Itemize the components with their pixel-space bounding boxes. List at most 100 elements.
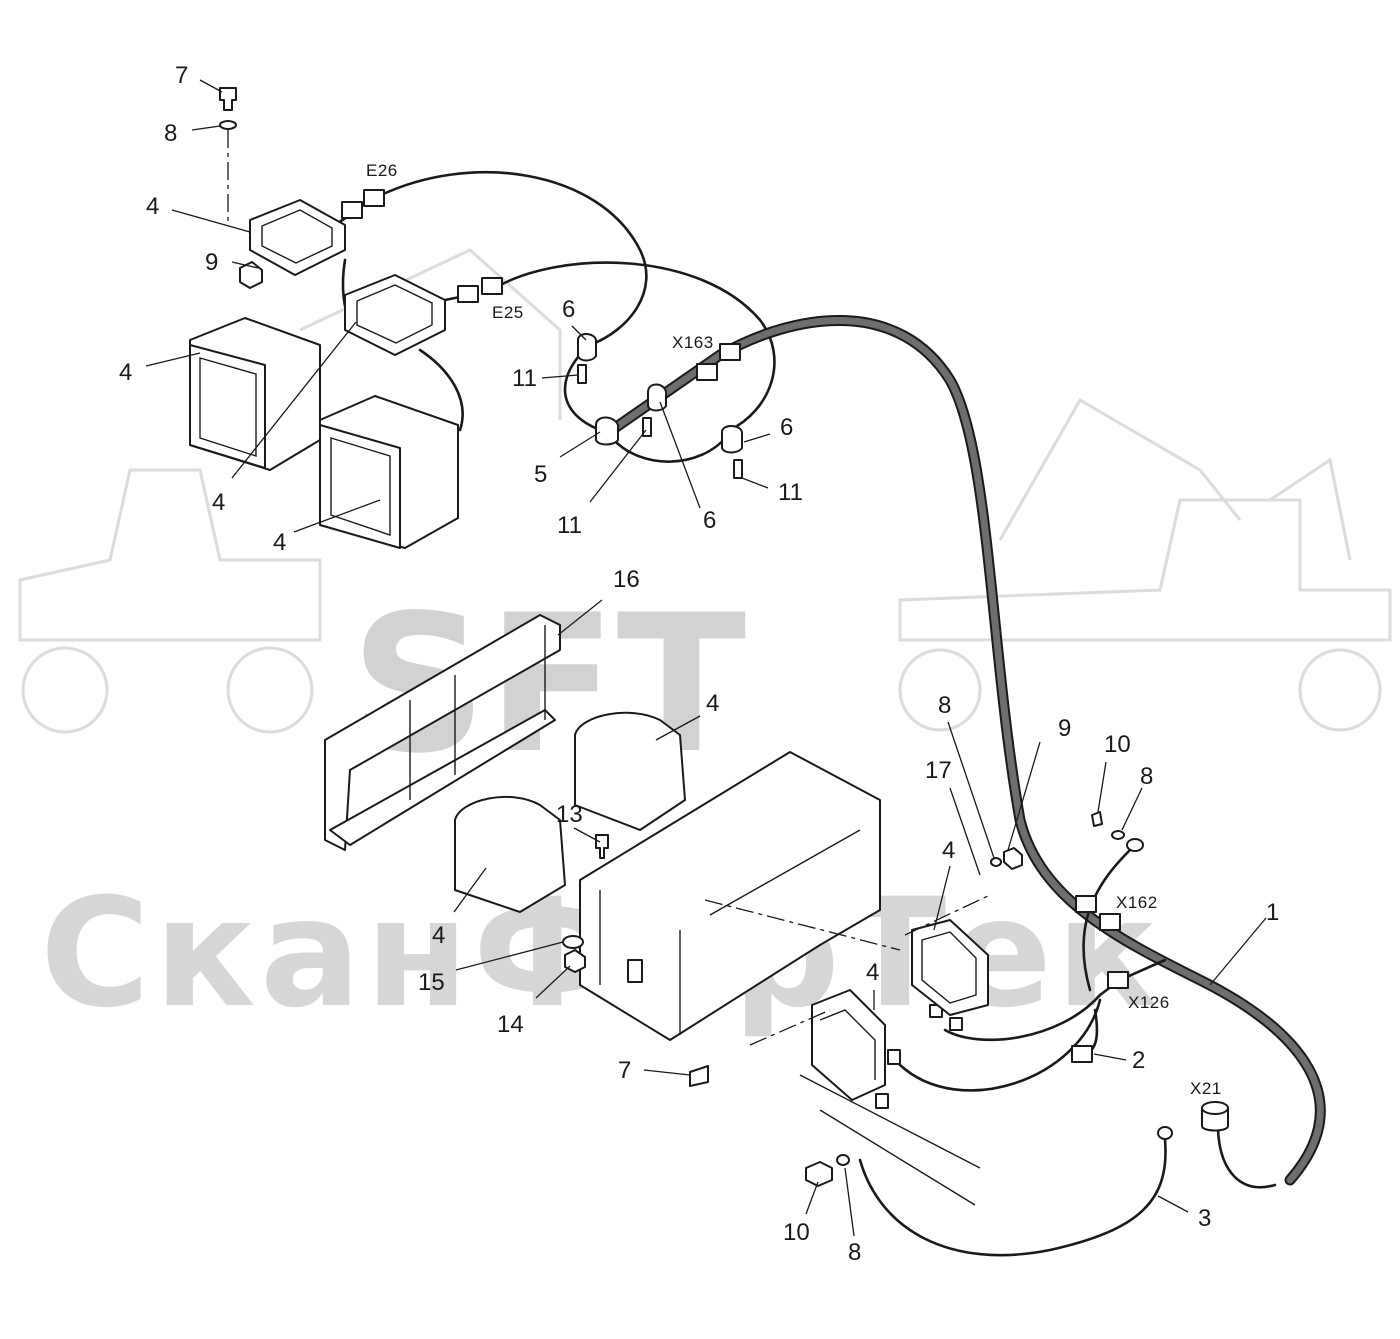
callout: 8 (848, 1239, 861, 1266)
callout: 10 (1104, 731, 1131, 758)
wire-2-b (898, 998, 1102, 1092)
callout: 7 (618, 1057, 631, 1084)
callout: 4 (866, 959, 879, 986)
upper-brackets (219, 87, 446, 356)
washer-8-right (1111, 830, 1125, 840)
module-4 (811, 989, 886, 1101)
cap-x21-top (1201, 1101, 1229, 1115)
callout: 9 (1058, 715, 1071, 742)
callout: 1 (1266, 899, 1279, 926)
callout: 15 (418, 969, 445, 996)
washer-15 (562, 935, 584, 949)
watermark-excavator-right (898, 397, 1392, 732)
clips-and-screws (577, 333, 743, 479)
callout: 17 (925, 757, 952, 784)
lamp-upper-1-face (189, 344, 266, 469)
label-x163: X163 (672, 333, 714, 352)
bracket-17 (911, 919, 989, 1016)
callout: 4 (942, 837, 955, 864)
callout-numbers: 7 8 4 9 4 4 4 6 11 5 11 6 6 11 16 4 13 4… (119, 62, 1279, 1266)
callout: 10 (783, 1219, 810, 1246)
plug-2 (1071, 1045, 1093, 1063)
screw-10-right (1091, 811, 1103, 827)
clip-5 (595, 416, 619, 446)
bolt-7-top (219, 87, 237, 111)
lamp-lower-1 (574, 711, 686, 831)
connector-labels: E26 E25 X163 X162 X126 X21 (366, 161, 1222, 1098)
wire-e25 (493, 261, 776, 432)
callout: 9 (205, 249, 218, 276)
ring-terminal-right (1126, 838, 1144, 852)
plug-e25-b (481, 277, 503, 295)
ring-terminal-3 (1157, 1126, 1173, 1140)
washer-8-lower (836, 1154, 850, 1166)
clip-6-center (647, 383, 667, 412)
label-x21: X21 (1190, 1079, 1222, 1098)
screw-11-a (577, 364, 587, 384)
wire-branch-lower (610, 433, 730, 463)
bolt-7-lower (689, 1065, 709, 1087)
plug-module-b (875, 1093, 889, 1109)
plug-module-a (887, 1049, 901, 1065)
callout: 11 (557, 512, 582, 539)
connector-shapes (341, 189, 1229, 1132)
callout: 8 (938, 692, 951, 719)
callout: 14 (497, 1011, 524, 1038)
mounting-bracket (562, 751, 881, 1087)
plug-x162-a (1075, 895, 1097, 913)
lamp-lower-2 (454, 795, 566, 913)
callout: 11 (512, 365, 537, 392)
plug-e26-b (363, 189, 385, 207)
plug-bracket-b (949, 1017, 963, 1031)
callout: 13 (556, 801, 583, 828)
callout: 8 (164, 120, 177, 147)
plug-x126-a (1107, 971, 1129, 989)
wire-2-a (943, 993, 1102, 1042)
callout: 4 (273, 529, 286, 556)
nut-9-top (239, 261, 263, 289)
clip-6-right (721, 425, 743, 454)
plug-x163-b (719, 343, 741, 361)
screw-11-c (733, 459, 743, 479)
callout: 4 (119, 359, 132, 386)
callout: 2 (1132, 1047, 1145, 1074)
callout: 16 (613, 566, 640, 593)
label-x126: X126 (1128, 993, 1170, 1012)
bracket-main (579, 751, 881, 1041)
upper-bracket-1 (249, 199, 346, 276)
label-e25: E25 (492, 303, 524, 322)
bolt-13 (595, 834, 609, 859)
bracket-slot (627, 959, 643, 983)
screw-11-b (642, 417, 652, 437)
clip-6-top (577, 333, 597, 362)
upper-lamps (189, 317, 459, 549)
callout: 3 (1198, 1205, 1211, 1232)
wire-ground-3 (858, 1138, 1167, 1257)
wire-x21 (1216, 1128, 1277, 1189)
callout: 4 (432, 922, 445, 949)
leader-lines (145, 79, 1267, 1237)
label-x162: X162 (1116, 893, 1158, 912)
lamp-upper-2-face (319, 424, 401, 549)
callout: 4 (706, 690, 719, 717)
wire-lamp-2-drop (418, 348, 464, 432)
callout: 5 (534, 461, 547, 488)
lower-lamps (454, 711, 686, 913)
harness-wires (318, 170, 1326, 1257)
plug-e25-a (457, 285, 479, 303)
bolt-10-lower (805, 1161, 833, 1187)
callout: 8 (1140, 763, 1153, 790)
callout: 4 (146, 193, 159, 220)
label-e26: E26 (366, 161, 398, 180)
callout: 6 (562, 296, 575, 323)
callout: 6 (780, 414, 793, 441)
frame-16-bottom (329, 709, 556, 846)
callout: 11 (778, 479, 803, 506)
plug-x163-a (696, 363, 718, 381)
callout: 7 (175, 62, 188, 89)
wire-e26 (373, 170, 648, 347)
callout: 4 (212, 489, 225, 516)
washer-8-top (219, 120, 237, 130)
